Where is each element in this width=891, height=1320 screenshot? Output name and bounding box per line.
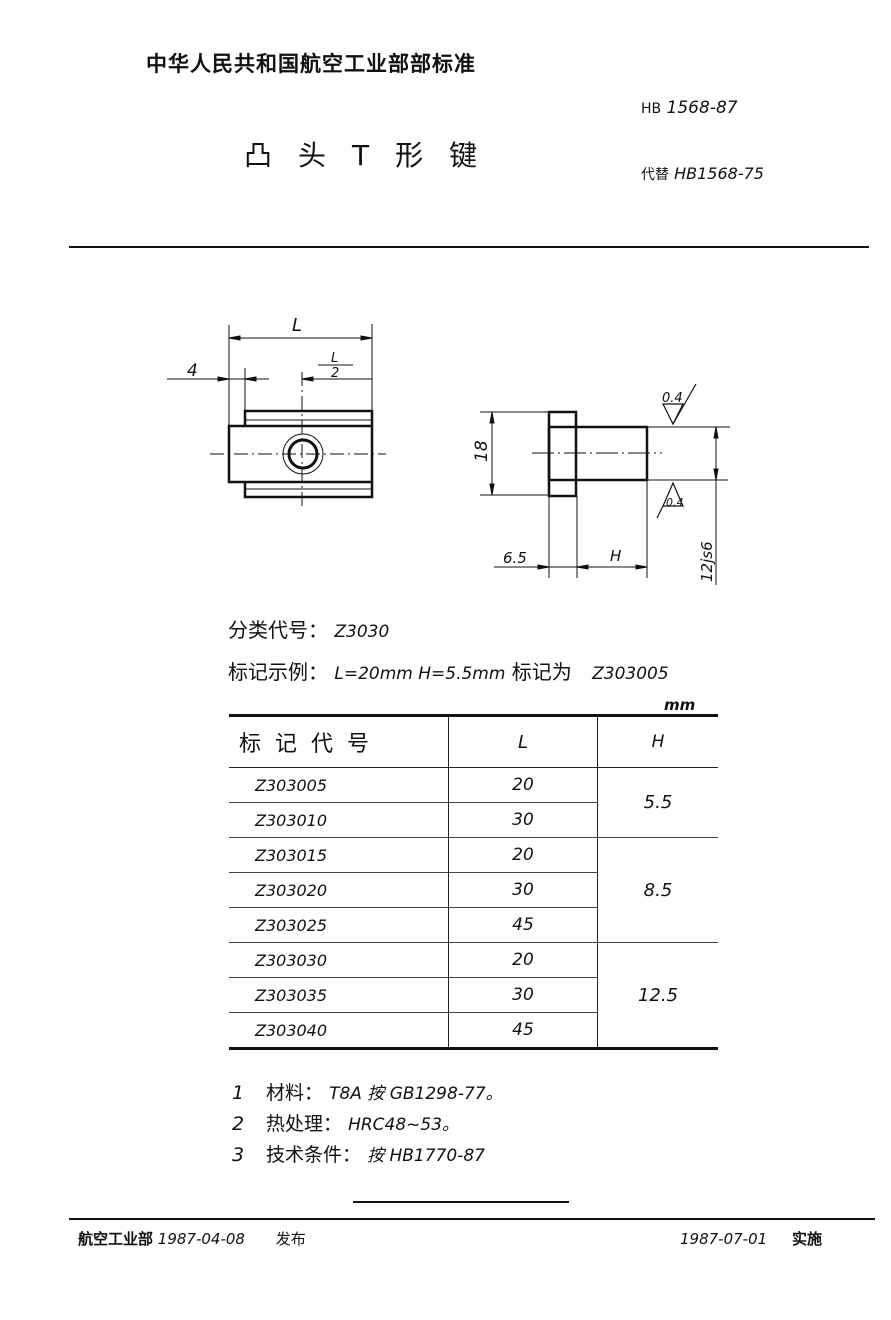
note-label: 热处理 — [266, 1113, 324, 1135]
effective-date: 1987-07-01 — [680, 1230, 768, 1248]
replaces-standard: 代替 HB1568-75 — [641, 164, 764, 184]
header-divider — [69, 246, 869, 248]
cell-H: 8.5 — [597, 837, 718, 943]
cell-L: 30 — [448, 977, 598, 1013]
dim-half-L-denominator: 2 — [331, 366, 339, 381]
notes-end-rule — [353, 1201, 569, 1203]
dim-L-label: L — [292, 315, 302, 336]
issue-date: 1987-04-08 — [157, 1230, 245, 1248]
header-code: 标记代号 — [229, 715, 449, 768]
specification-table: 标记代号 L H Z303005 20 5.5 Z303010 30 Z3030… — [229, 714, 718, 1050]
cell-L: 20 — [448, 942, 598, 978]
table-row: Z303010 30 — [229, 802, 718, 838]
note-number: 3 — [232, 1144, 245, 1166]
note-label: 技术条件 — [266, 1144, 343, 1166]
cell-code: Z303025 — [229, 907, 449, 943]
table-row: Z303025 45 — [229, 907, 718, 943]
dim-4-label: 4 — [187, 361, 198, 381]
note-number: 2 — [232, 1113, 245, 1135]
table-unit: mm — [664, 696, 696, 714]
document-title: 凸头T形键 — [244, 139, 504, 172]
table-row: Z303035 30 — [229, 977, 718, 1013]
dim-18-label: 18 — [472, 440, 492, 462]
table-row: Z303040 45 — [229, 1012, 718, 1049]
side-view — [480, 383, 730, 585]
dim-6-5-label: 6.5 — [503, 549, 527, 567]
tolerance-label: 12js6 — [698, 541, 716, 582]
standard-prefix: HB — [641, 101, 662, 117]
note-number: 1 — [232, 1082, 245, 1104]
note-text: T8A 按 GB1298-77。 — [329, 1084, 503, 1104]
replaces-label: 代替 — [641, 167, 669, 183]
effective-info: 1987-07-01 实施 — [680, 1228, 822, 1249]
standard-number-value: 1568-87 — [666, 98, 738, 118]
marking-example-line: 标记示例： L=20mm H=5.5mm 标记为 Z303005 — [228, 660, 669, 684]
table-row: Z303030 20 12.5 — [229, 942, 718, 1006]
marked-as-label: 标记为 — [511, 660, 572, 684]
technical-drawing: L L 2 4 0.4 0.4 18 — [167, 315, 730, 585]
note-label: 材料 — [266, 1082, 305, 1104]
classification-code: Z3030 — [334, 622, 390, 642]
table-row: Z303020 30 — [229, 872, 718, 908]
replaces-value: HB1568-75 — [674, 164, 764, 183]
table-row: Z303005 20 5.5 — [229, 767, 718, 838]
issue-info: 航空工业部 1987-04-08 发布 — [78, 1228, 306, 1249]
cell-L: 45 — [448, 907, 598, 943]
classification-code-line: 分类代号： Z3030 — [228, 618, 390, 642]
issuer: 航空工业部 — [78, 1230, 154, 1248]
marking-example-dimensions: L=20mm H=5.5mm — [334, 664, 506, 684]
classification-label: 分类代号 — [228, 618, 308, 642]
cell-code: Z303035 — [229, 977, 449, 1013]
footer-divider — [69, 1218, 875, 1220]
dim-half-L-numerator: L — [331, 351, 338, 366]
standard-number: HB 1568-87 — [641, 98, 738, 118]
dim-H-label: H — [610, 547, 621, 565]
roughness-bottom-label: 0.4 — [666, 496, 684, 509]
header-L: L — [448, 715, 598, 768]
marking-example-code: Z303005 — [592, 664, 669, 684]
marking-example-label: 标记示例 — [228, 660, 308, 684]
table-header-row: 标记代号 L H — [229, 715, 718, 768]
note-text: HRC48~53。 — [348, 1115, 460, 1135]
cell-code: Z303040 — [229, 1012, 449, 1049]
cell-L: 20 — [448, 767, 598, 803]
issuing-organization: 中华人民共和国航空工业部部标准 — [146, 52, 476, 76]
roughness-top-label: 0.4 — [662, 391, 683, 406]
cell-H: 12.5 — [637, 984, 679, 1006]
cell-L: 45 — [448, 1012, 598, 1049]
cell-code: Z303015 — [229, 837, 449, 873]
table-row: Z303015 20 8.5 — [229, 837, 718, 943]
cell-L: 30 — [448, 872, 598, 908]
cell-H: 5.5 — [597, 767, 718, 838]
issue-label: 发布 — [275, 1230, 306, 1248]
cell-code: Z303020 — [229, 872, 449, 908]
cell-code: Z303010 — [229, 802, 449, 838]
note-text: 按 HB1770-87 — [367, 1146, 485, 1166]
front-view — [167, 324, 386, 506]
header-H: H — [597, 715, 718, 768]
effective-label: 实施 — [791, 1230, 822, 1248]
cell-code: Z303005 — [229, 767, 449, 803]
cell-code: Z303030 — [229, 942, 449, 978]
cell-L: 30 — [448, 802, 598, 838]
cell-L: 20 — [448, 837, 598, 873]
